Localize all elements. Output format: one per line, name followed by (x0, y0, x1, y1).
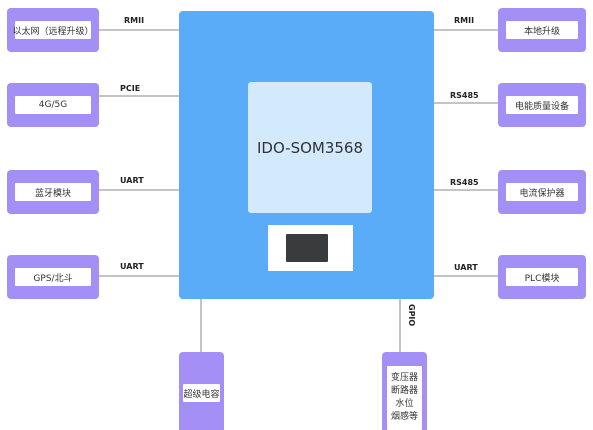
core-module: IDO-SOM3568 (248, 82, 372, 213)
module-gps-label: GPS/北斗 (15, 268, 91, 286)
module-gpio: 变压器 断路器 水位 烟感等 (382, 352, 427, 430)
module-current-protector: 电流保护器 (498, 170, 586, 214)
module-4g5g: 4G/5G (7, 83, 99, 127)
label-4g5g-if: PCIE (120, 84, 141, 93)
module-local-upgrade-label: 本地升级 (506, 21, 578, 39)
label-plc-if: UART (454, 263, 478, 272)
label-local-upgrade-if: RMII (454, 16, 475, 25)
module-current-protector-label: 电流保护器 (506, 183, 578, 201)
module-plc-label: PLC模块 (506, 268, 578, 286)
chip-image (286, 234, 328, 262)
label-bluetooth-if: UART (120, 176, 144, 185)
module-bluetooth-label: 蓝牙模块 (15, 183, 91, 201)
gpio-line-water-level: 水位 (395, 399, 414, 409)
module-power-quality-label: 电能质量设备 (506, 96, 578, 114)
module-gpio-list: 变压器 断路器 水位 烟感等 (387, 366, 422, 430)
label-current-protector-if: RS485 (450, 178, 479, 187)
label-gpio-if: GPIO (407, 304, 416, 327)
module-plc: PLC模块 (498, 255, 586, 299)
module-ethernet-label: 以太网（远程升级） (13, 21, 94, 39)
label-ethernet-if: RMII (124, 16, 145, 25)
label-gps-if: UART (120, 262, 144, 271)
gpio-line-breaker: 断路器 (390, 386, 418, 396)
module-power-quality: 电能质量设备 (498, 83, 586, 127)
core-module-name: IDO-SOM3568 (256, 138, 364, 157)
module-gps: GPS/北斗 (7, 255, 99, 299)
module-bluetooth: 蓝牙模块 (7, 170, 99, 214)
chip-photo-frame (268, 225, 353, 271)
gpio-line-transformer: 变压器 (390, 373, 418, 383)
module-supercap: 超级电容 (179, 352, 224, 430)
module-local-upgrade: 本地升级 (498, 8, 586, 52)
label-power-quality-if: RS485 (450, 91, 479, 100)
module-supercap-label: 超级电容 (183, 384, 220, 402)
module-4g5g-label: 4G/5G (15, 96, 91, 114)
module-ethernet: 以太网（远程升级） (7, 8, 99, 52)
gpio-line-smoke: 烟感等 (390, 412, 418, 422)
